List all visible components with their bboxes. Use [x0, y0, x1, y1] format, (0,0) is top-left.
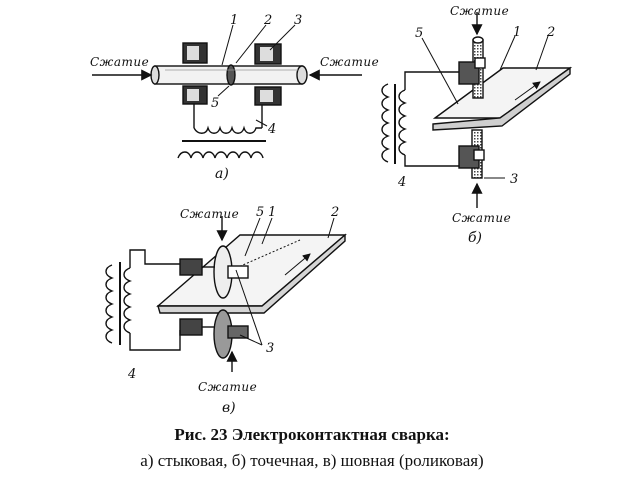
diagram-butt-welding: [92, 24, 362, 159]
left-clamp: [182, 42, 208, 128]
transformer-secondary-coil-c: [123, 267, 132, 334]
sublabel-b: б): [468, 230, 482, 246]
workpiece-sheets: [432, 66, 573, 131]
label-compression-left-a: Сжатие: [90, 55, 149, 69]
sublabel-a: а): [215, 166, 229, 182]
label-num-4-a: 4: [267, 122, 276, 137]
label-num-5-a: 5: [211, 96, 219, 111]
workpiece-rods: [150, 64, 308, 86]
label-compression-top-c: Сжатие: [180, 207, 239, 221]
diagram-seam-welding: [105, 216, 347, 372]
label-num-3-b: 3: [510, 172, 518, 187]
sublabel-c: в): [222, 400, 236, 416]
figure-caption-title: Рис. 23 Электроконтактная сварка:: [174, 425, 450, 444]
transformer-secondary-coil: [193, 125, 262, 134]
label-num-1-b: 1: [513, 25, 521, 40]
label-compression-bottom-c: Сжатие: [198, 380, 257, 394]
lower-electrode: [458, 129, 485, 179]
label-num-5-c: 5: [256, 205, 264, 220]
upper-roller: [179, 245, 249, 299]
right-clamp: [254, 43, 282, 128]
lower-roller: [179, 309, 249, 359]
workpiece-sheets-c: [156, 233, 347, 314]
label-num-3-a: 3: [294, 13, 302, 28]
transformer-primary-coil-b: [381, 83, 390, 163]
label-num-1-c: 1: [268, 205, 276, 220]
diagram-spot-welding: [381, 12, 573, 208]
label-compression-bottom-b: Сжатие: [452, 211, 511, 225]
label-num-5-b: 5: [415, 26, 423, 41]
figure-caption-subtitle: а) стыковая, б) точечная, в) шовная (рол…: [140, 451, 484, 470]
label-num-3-c: 3: [266, 341, 274, 356]
label-num-4-b: 4: [397, 175, 406, 190]
label-compression-top-b: Сжатие: [450, 4, 509, 18]
label-compression-right-a: Сжатие: [320, 55, 379, 69]
label-num-4-c: 4: [127, 367, 136, 382]
label-num-2-c: 2: [330, 205, 339, 220]
transformer-primary-coil-c: [105, 264, 114, 344]
label-num-2-b: 2: [546, 25, 555, 40]
upper-electrode: [458, 36, 486, 99]
label-num-2-a: 2: [263, 13, 272, 28]
transformer-secondary-coil-b: [398, 89, 407, 156]
transformer-primary-coil: [177, 151, 264, 159]
label-num-1-a: 1: [230, 13, 238, 28]
